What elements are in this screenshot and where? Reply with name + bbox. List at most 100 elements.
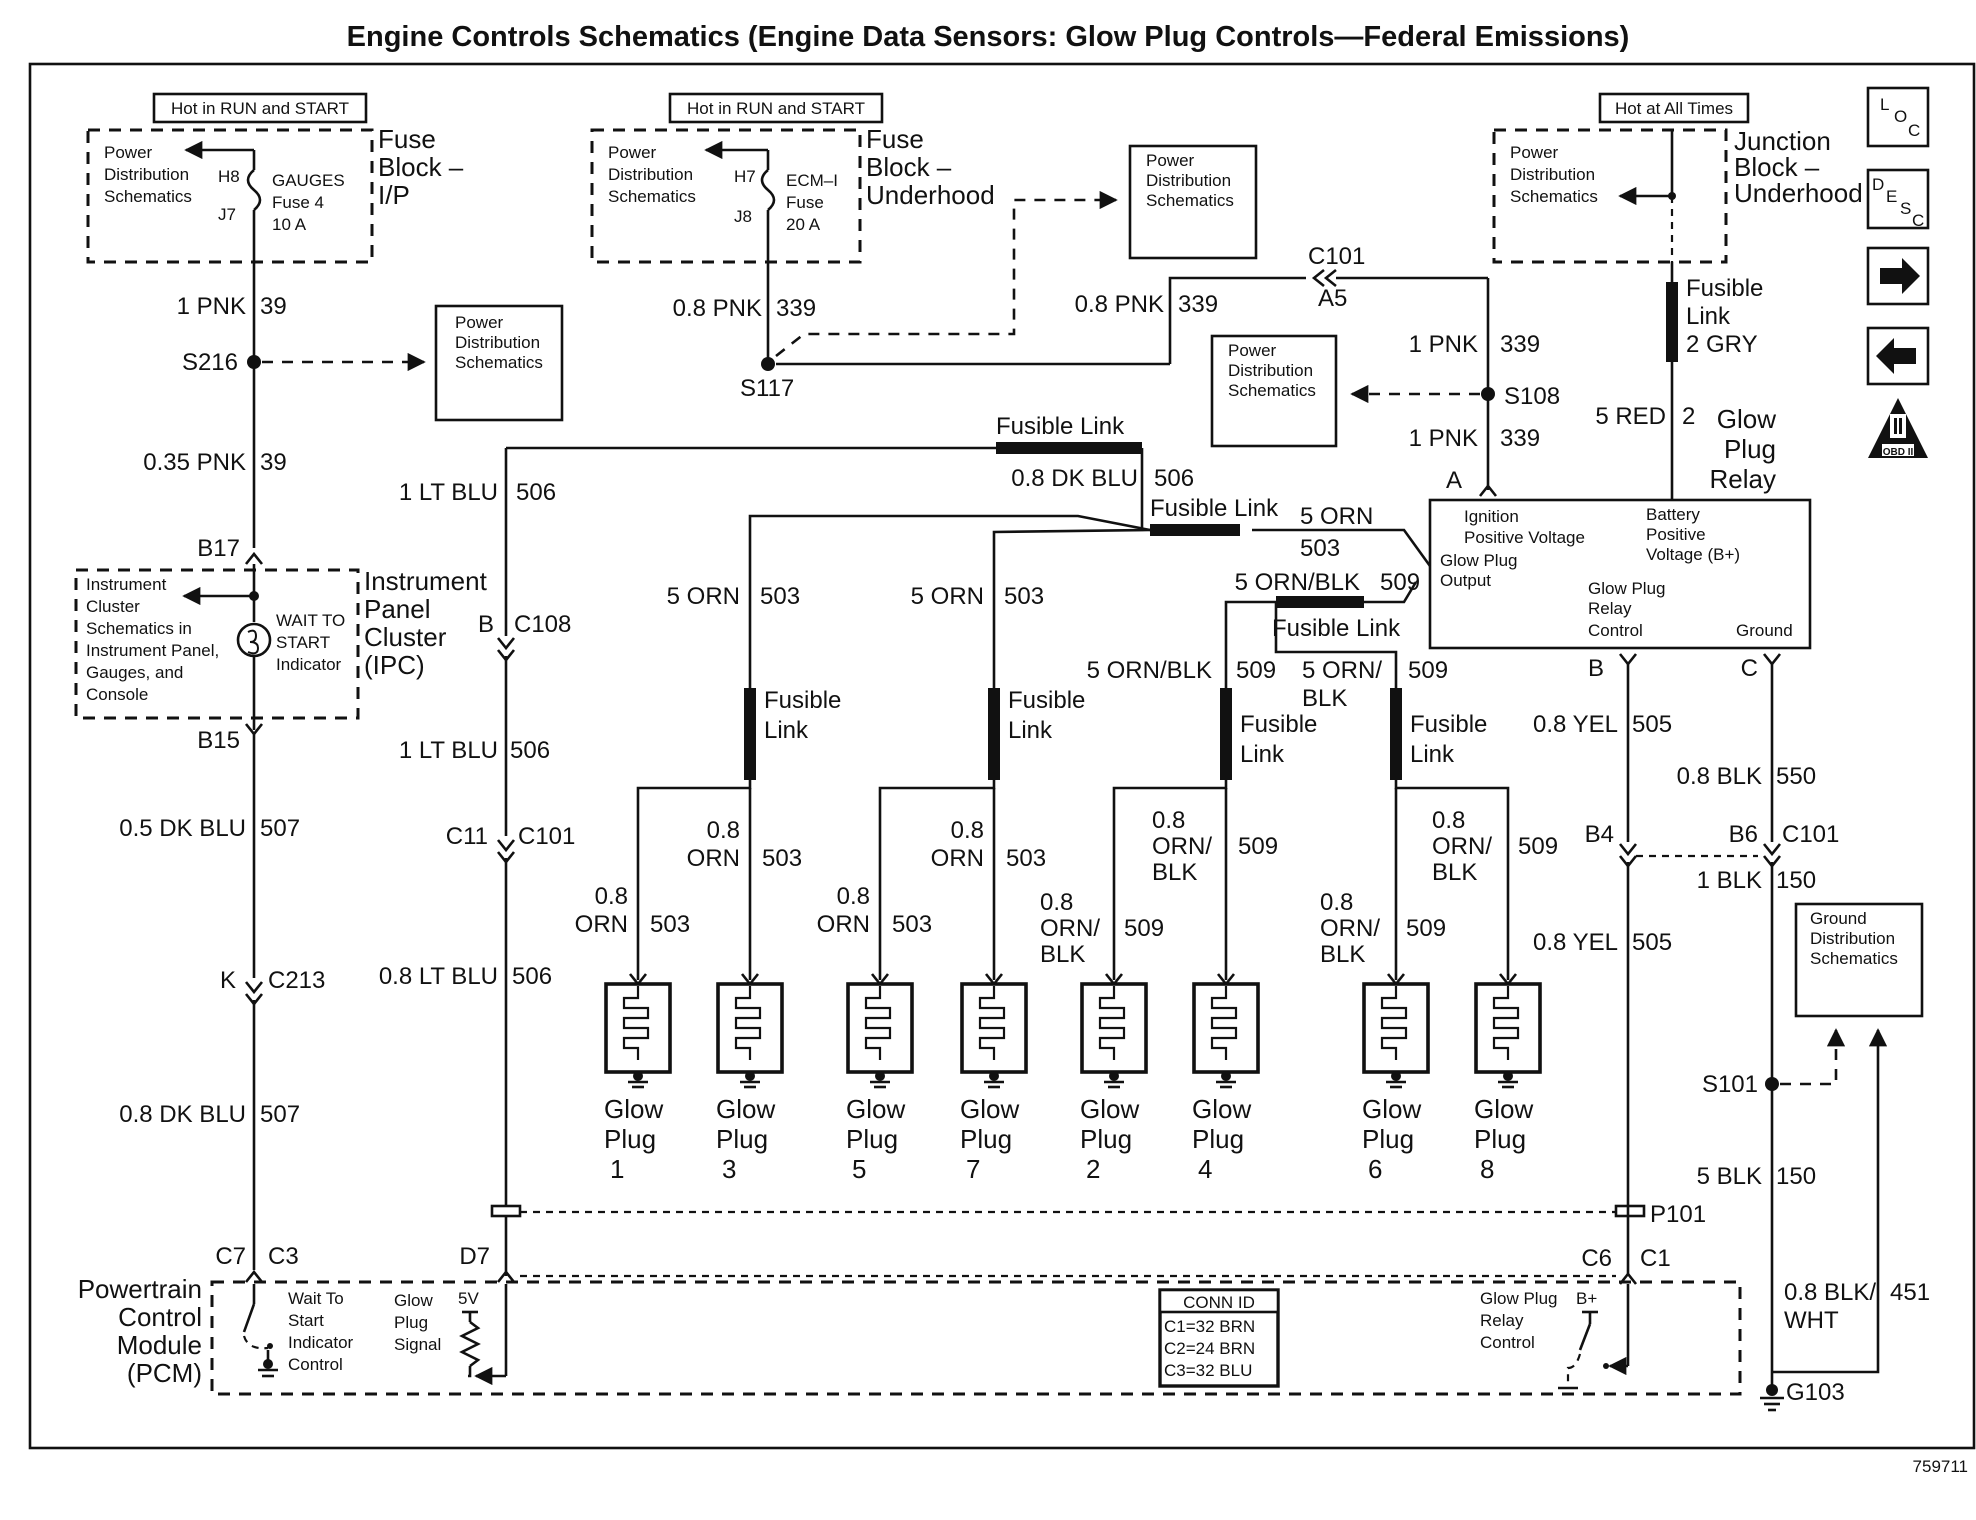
svg-text:WHT: WHT xyxy=(1784,1307,1839,1334)
fuse-block-underhood xyxy=(590,128,862,264)
svg-text:Fuse: Fuse xyxy=(786,193,824,212)
svg-text:Fusible: Fusible xyxy=(1410,711,1487,738)
svg-text:Distribution: Distribution xyxy=(1228,361,1313,380)
svg-text:0.8: 0.8 xyxy=(1432,807,1465,834)
ground-g103-icon xyxy=(1760,1384,1784,1412)
svg-text:(PCM): (PCM) xyxy=(127,1358,202,1388)
fuse-icon-underhood xyxy=(760,169,776,211)
svg-text:0.8: 0.8 xyxy=(595,883,628,910)
svg-text:Fusible Link: Fusible Link xyxy=(1150,495,1279,522)
relay-control-switch-icon xyxy=(1558,1284,1630,1390)
glow-plug-label: Glow xyxy=(1080,1094,1139,1124)
desc-icon[interactable]: D E S C xyxy=(1866,168,1930,230)
figure-number: 759711 xyxy=(1913,1457,1968,1476)
svg-text:C3=32 BLU: C3=32 BLU xyxy=(1164,1361,1252,1380)
svg-text:BLK: BLK xyxy=(1040,941,1085,968)
glow-plug-label: Plug xyxy=(716,1124,768,1154)
hot-label-left: Hot in RUN and START xyxy=(171,99,349,118)
svg-text:39: 39 xyxy=(260,293,287,320)
svg-text:Relay: Relay xyxy=(1710,464,1776,494)
svg-text:0.8: 0.8 xyxy=(837,883,870,910)
svg-text:Schematics: Schematics xyxy=(1228,381,1316,400)
arrow-right-icon[interactable] xyxy=(1866,246,1930,306)
svg-text:BLK: BLK xyxy=(1432,859,1477,886)
svg-text:509: 509 xyxy=(1380,569,1420,596)
svg-text:Fusible Link: Fusible Link xyxy=(1272,615,1401,642)
glow-plug-number: 5 xyxy=(852,1154,866,1184)
svg-text:503: 503 xyxy=(892,911,932,938)
svg-text:339: 339 xyxy=(1500,425,1540,452)
svg-text:1 LT BLU: 1 LT BLU xyxy=(399,737,498,764)
svg-text:S108: S108 xyxy=(1504,383,1560,410)
svg-text:Control: Control xyxy=(288,1355,343,1374)
svg-text:S101: S101 xyxy=(1702,1071,1758,1098)
svg-text:C7: C7 xyxy=(215,1243,246,1270)
page-title: Engine Controls Schematics (Engine Data … xyxy=(347,21,1630,53)
svg-text:0.8 YEL: 0.8 YEL xyxy=(1533,711,1618,738)
svg-text:Schematics: Schematics xyxy=(455,353,543,372)
svg-text:Power: Power xyxy=(1510,143,1559,162)
svg-text:339: 339 xyxy=(1178,291,1218,318)
svg-text:503: 503 xyxy=(1300,535,1340,562)
loc-icon[interactable]: L O C xyxy=(1866,86,1930,148)
svg-text:Panel: Panel xyxy=(364,594,431,624)
svg-text:39: 39 xyxy=(260,449,287,476)
glow-plug-label: Plug xyxy=(960,1124,1012,1154)
svg-text:Battery: Battery xyxy=(1646,505,1700,524)
svg-text:0.8: 0.8 xyxy=(1040,889,1073,916)
splice-s101 xyxy=(1765,1077,1779,1091)
svg-text:Cluster: Cluster xyxy=(364,622,447,652)
svg-text:C: C xyxy=(1741,655,1758,682)
svg-text:2: 2 xyxy=(1682,403,1695,430)
svg-text:Schematics in: Schematics in xyxy=(86,619,192,638)
svg-text:Schematics: Schematics xyxy=(608,187,696,206)
svg-text:ORN/: ORN/ xyxy=(1152,833,1212,860)
hot-label-right: Hot at All Times xyxy=(1615,99,1733,118)
svg-text:Positive: Positive xyxy=(1646,525,1706,544)
diagram-frame xyxy=(28,62,1976,1450)
svg-text:0.8 DK BLU: 0.8 DK BLU xyxy=(1011,465,1138,492)
svg-text:Link: Link xyxy=(1410,741,1455,768)
svg-text:1 LT BLU: 1 LT BLU xyxy=(399,479,498,506)
svg-text:Link: Link xyxy=(1686,303,1731,330)
svg-text:0.8 YEL: 0.8 YEL xyxy=(1533,929,1618,956)
svg-text:Glow Plug: Glow Plug xyxy=(1480,1289,1557,1308)
arrow-left-icon[interactable] xyxy=(1866,326,1930,386)
svg-text:Distribution: Distribution xyxy=(1146,171,1231,190)
svg-text:Ground: Ground xyxy=(1810,909,1867,928)
svg-text:A: A xyxy=(1446,467,1462,494)
svg-text:Ignition: Ignition xyxy=(1464,507,1519,526)
svg-text:506: 506 xyxy=(512,963,552,990)
svg-text:S117: S117 xyxy=(740,375,794,402)
svg-text:509: 509 xyxy=(1238,833,1278,860)
svg-text:507: 507 xyxy=(260,1101,300,1128)
svg-text:ORN: ORN xyxy=(687,845,740,872)
svg-text:J7: J7 xyxy=(218,205,236,224)
svg-text:5 ORN: 5 ORN xyxy=(911,583,984,610)
svg-text:150: 150 xyxy=(1776,1163,1816,1190)
svg-text:Block –: Block – xyxy=(378,152,464,182)
svg-text:5 ORN/: 5 ORN/ xyxy=(1302,657,1382,684)
svg-text:OBD II: OBD II xyxy=(1883,447,1914,458)
svg-text:Fuse 4: Fuse 4 xyxy=(272,193,324,212)
svg-text:503: 503 xyxy=(762,845,802,872)
svg-text:0.5 DK BLU: 0.5 DK BLU xyxy=(119,815,246,842)
svg-text:BLK: BLK xyxy=(1302,685,1347,712)
svg-text:Fuse: Fuse xyxy=(866,124,924,154)
svg-text:GAUGES: GAUGES xyxy=(272,171,345,190)
svg-text:Junction: Junction xyxy=(1734,126,1831,156)
svg-text:Distribution: Distribution xyxy=(1510,165,1595,184)
hot-label-mid: Hot in RUN and START xyxy=(687,99,865,118)
svg-text:339: 339 xyxy=(1500,331,1540,358)
glow-plug-number: 4 xyxy=(1198,1154,1212,1184)
svg-text:Fusible: Fusible xyxy=(764,687,841,714)
svg-text:505: 505 xyxy=(1632,929,1672,956)
svg-text:Relay: Relay xyxy=(1480,1311,1524,1330)
svg-text:START: START xyxy=(276,633,330,652)
svg-text:509: 509 xyxy=(1518,833,1558,860)
